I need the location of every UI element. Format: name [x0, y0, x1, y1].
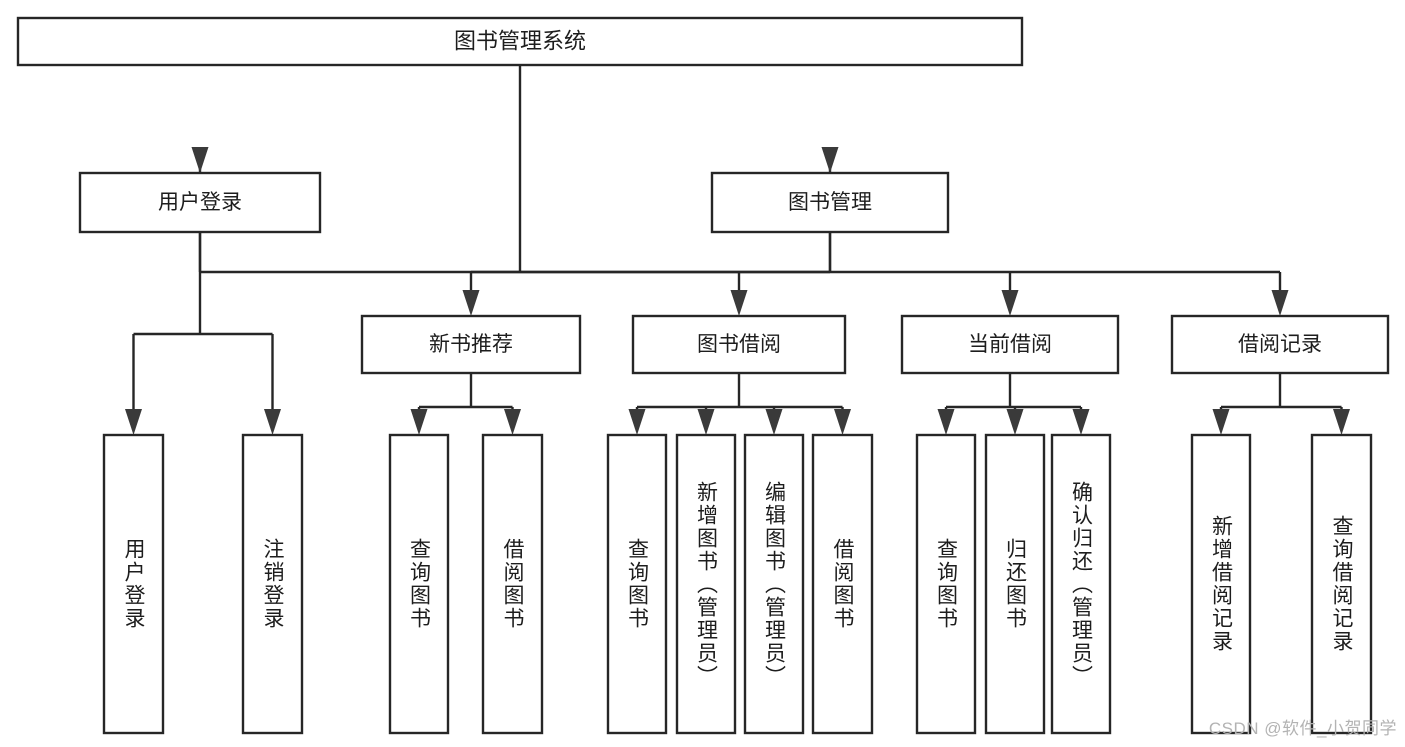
- node-box[interactable]: [1310, 433, 1373, 735]
- node-box[interactable]: [984, 433, 1046, 735]
- node-box[interactable]: [388, 433, 450, 735]
- node-box[interactable]: [675, 433, 737, 735]
- arrow-head-icon: [765, 409, 783, 435]
- arrow-head-icon: [410, 409, 428, 435]
- node-box[interactable]: [1050, 433, 1112, 735]
- node-newbook[interactable]: 新书推荐: [360, 314, 582, 375]
- arrow-head-icon: [462, 290, 480, 316]
- node-box[interactable]: [811, 433, 874, 735]
- connector-layer: [125, 65, 1350, 435]
- node-records[interactable]: 借阅记录: [1170, 314, 1390, 375]
- arrow-head-icon: [191, 147, 209, 173]
- arrow-head-icon: [125, 409, 142, 435]
- node-login[interactable]: 用户登录: [78, 171, 322, 234]
- node-box[interactable]: [900, 314, 1120, 375]
- arrow-head-icon: [937, 409, 955, 435]
- node-box[interactable]: [241, 433, 304, 735]
- node-leaf-confirm-return[interactable]: [1050, 433, 1112, 735]
- node-box[interactable]: [1170, 314, 1390, 375]
- node-leaf-query-book-1[interactable]: [388, 433, 450, 735]
- node-bookmgmt[interactable]: 图书管理: [710, 171, 950, 234]
- node-box[interactable]: [16, 16, 1024, 67]
- arrow-head-icon: [834, 409, 851, 435]
- watermark: CSDN @软件_小贺同学: [1208, 719, 1397, 738]
- arrow-head-icon: [730, 290, 748, 316]
- node-label: 用户登录: [158, 191, 242, 214]
- node-label: 新书推荐: [429, 333, 513, 356]
- node-leaf-add-record[interactable]: [1190, 433, 1252, 735]
- arrow-head-icon: [1271, 290, 1289, 316]
- node-box[interactable]: [710, 171, 950, 234]
- node-leaf-query-record[interactable]: [1310, 433, 1373, 735]
- node-leaf-return-book[interactable]: [984, 433, 1046, 735]
- node-box[interactable]: [481, 433, 544, 735]
- arrow-head-icon: [1333, 409, 1350, 435]
- arrow-head-icon: [628, 409, 646, 435]
- node-label: 图书管理: [788, 191, 872, 214]
- node-label: 借阅记录: [1238, 333, 1322, 356]
- node-box[interactable]: [743, 433, 805, 735]
- node-leaf-query-book-3[interactable]: [915, 433, 977, 735]
- arrow-head-icon: [1072, 409, 1090, 435]
- arrow-head-icon: [697, 409, 715, 435]
- node-current[interactable]: 当前借阅: [900, 314, 1120, 375]
- arrow-head-icon: [264, 409, 281, 435]
- arrow-head-icon: [1001, 290, 1019, 316]
- node-label: 图书借阅: [697, 333, 781, 356]
- node-box[interactable]: [78, 171, 322, 234]
- node-leaf-query-book-2[interactable]: [606, 433, 668, 735]
- arrow-head-icon: [821, 147, 839, 173]
- node-label: 图书管理系统: [454, 28, 586, 53]
- node-leaf-borrow-book-2[interactable]: [811, 433, 874, 735]
- node-root[interactable]: 图书管理系统: [16, 16, 1024, 67]
- node-box[interactable]: [360, 314, 582, 375]
- node-borrow[interactable]: 图书借阅: [631, 314, 847, 375]
- node-box[interactable]: [631, 314, 847, 375]
- node-leaf-add-book[interactable]: [675, 433, 737, 735]
- node-leaf-borrow-book-1[interactable]: [481, 433, 544, 735]
- node-leaf-logout[interactable]: [241, 433, 304, 735]
- arrow-head-icon: [1006, 409, 1024, 435]
- node-leaf-edit-book[interactable]: [743, 433, 805, 735]
- node-box[interactable]: [915, 433, 977, 735]
- node-box[interactable]: [1190, 433, 1252, 735]
- node-label: 当前借阅: [968, 333, 1052, 356]
- node-box[interactable]: [606, 433, 668, 735]
- node-leaf-user-login[interactable]: [102, 433, 165, 735]
- arrow-head-icon: [1212, 409, 1230, 435]
- node-box[interactable]: [102, 433, 165, 735]
- arrow-head-icon: [504, 409, 521, 435]
